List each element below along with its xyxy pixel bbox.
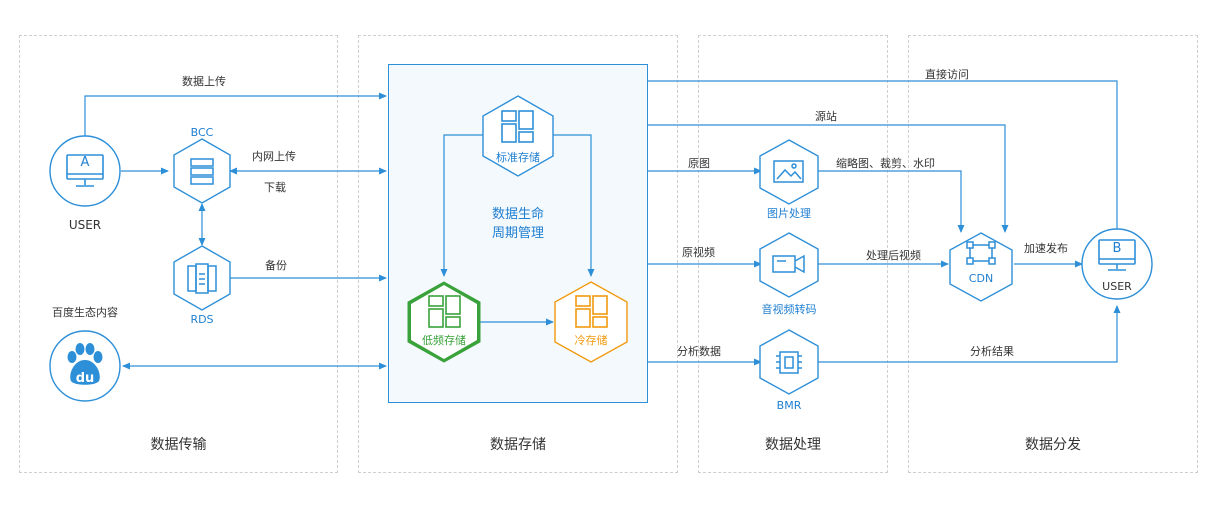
panel-data-transfer: 数据传输 (19, 35, 338, 473)
chip-icon (776, 351, 802, 374)
cdn-node (949, 232, 1013, 302)
panel-title-distribution: 数据分发 (1025, 437, 1081, 453)
baidu-label: 百度生态内容 (52, 306, 118, 319)
panel-title-processing: 数据处理 (765, 437, 821, 453)
cdn-label: CDN (968, 272, 994, 285)
edge-label-download: 下载 (264, 181, 286, 194)
edge-standard-lowfreq (440, 134, 483, 277)
lifecycle-label: 数据生命 周期管理 (458, 205, 578, 243)
edge-label-accelerate: 加速发布 (1024, 242, 1068, 255)
bcc-label: BCC (190, 126, 214, 139)
rds-label: RDS (190, 313, 214, 326)
bmr-label: BMR (776, 399, 802, 412)
grid-orange-icon (575, 295, 608, 328)
edge-label-processed-video: 处理后视频 (866, 249, 921, 262)
edge-label-analysis-data: 分析数据 (677, 345, 721, 358)
standard-storage-label: 标准存储 (496, 151, 540, 164)
user-b-label: USER (1102, 280, 1132, 293)
edge-image-ops (818, 170, 965, 233)
image-processing-label: 图片处理 (767, 207, 811, 220)
user-a-letter: A (80, 155, 90, 170)
panel-title-transfer: 数据传输 (150, 437, 207, 453)
user-b-letter: B (1112, 241, 1122, 256)
edge-direct-access (648, 80, 1121, 272)
edge-label-intranet-upload: 内网上传 (252, 150, 296, 163)
lifecycle-label-line2: 周期管理 (491, 226, 544, 241)
edge-label-direct-access: 直接访问 (925, 68, 969, 81)
edge-label-image-ops: 缩略图、裁剪、水印 (836, 157, 935, 170)
user-a-label: USER (68, 218, 102, 232)
lifecycle-label-line1: 数据生命 (491, 207, 544, 222)
user-b-node (1081, 228, 1153, 300)
cold-storage-label: 冷存储 (574, 334, 608, 347)
image-processing-node (759, 139, 819, 205)
rds-node (173, 245, 231, 311)
video-camera-icon (772, 254, 805, 274)
panel-data-storage: 数据存储 (358, 35, 678, 473)
database-icon (187, 263, 217, 294)
bcc-node (173, 138, 231, 204)
edge-standard-cold (553, 134, 595, 277)
grid-blue-icon (501, 110, 534, 143)
edge-label-data-upload: 数据上传 (182, 75, 226, 88)
server-icon (190, 158, 214, 185)
low-frequency-storage-label: 低频存储 (422, 334, 466, 347)
video-transcoding-node (759, 232, 819, 298)
panel-data-distribution: 数据分发 (908, 35, 1198, 473)
edge-analysis-result (818, 305, 1121, 363)
grid-green-icon (428, 295, 461, 328)
low-frequency-storage-node (407, 281, 481, 363)
edge-label-origin: 源站 (815, 110, 837, 123)
panel-data-processing: 数据处理 (698, 35, 888, 473)
edge-label-original-image: 原图 (688, 157, 710, 170)
bmr-node (759, 329, 819, 395)
video-transcoding-label: 音视频转码 (761, 303, 817, 316)
panel-title-storage: 数据存储 (490, 437, 546, 453)
baidu-logo-text: du (76, 371, 95, 386)
edge-origin (648, 124, 1009, 233)
standard-storage-node (482, 95, 554, 177)
edge-label-backup: 备份 (265, 259, 287, 272)
cold-storage-node (554, 281, 628, 363)
network-icon (966, 241, 996, 265)
edge-label-original-video: 原视频 (682, 246, 715, 259)
user-a-node (49, 135, 121, 207)
picture-icon (773, 160, 804, 183)
baidu-node: du (49, 330, 121, 402)
baidu-paw-icon (67, 343, 103, 385)
edge-data-upload (84, 92, 387, 136)
edge-label-analysis-result: 分析结果 (970, 345, 1014, 358)
